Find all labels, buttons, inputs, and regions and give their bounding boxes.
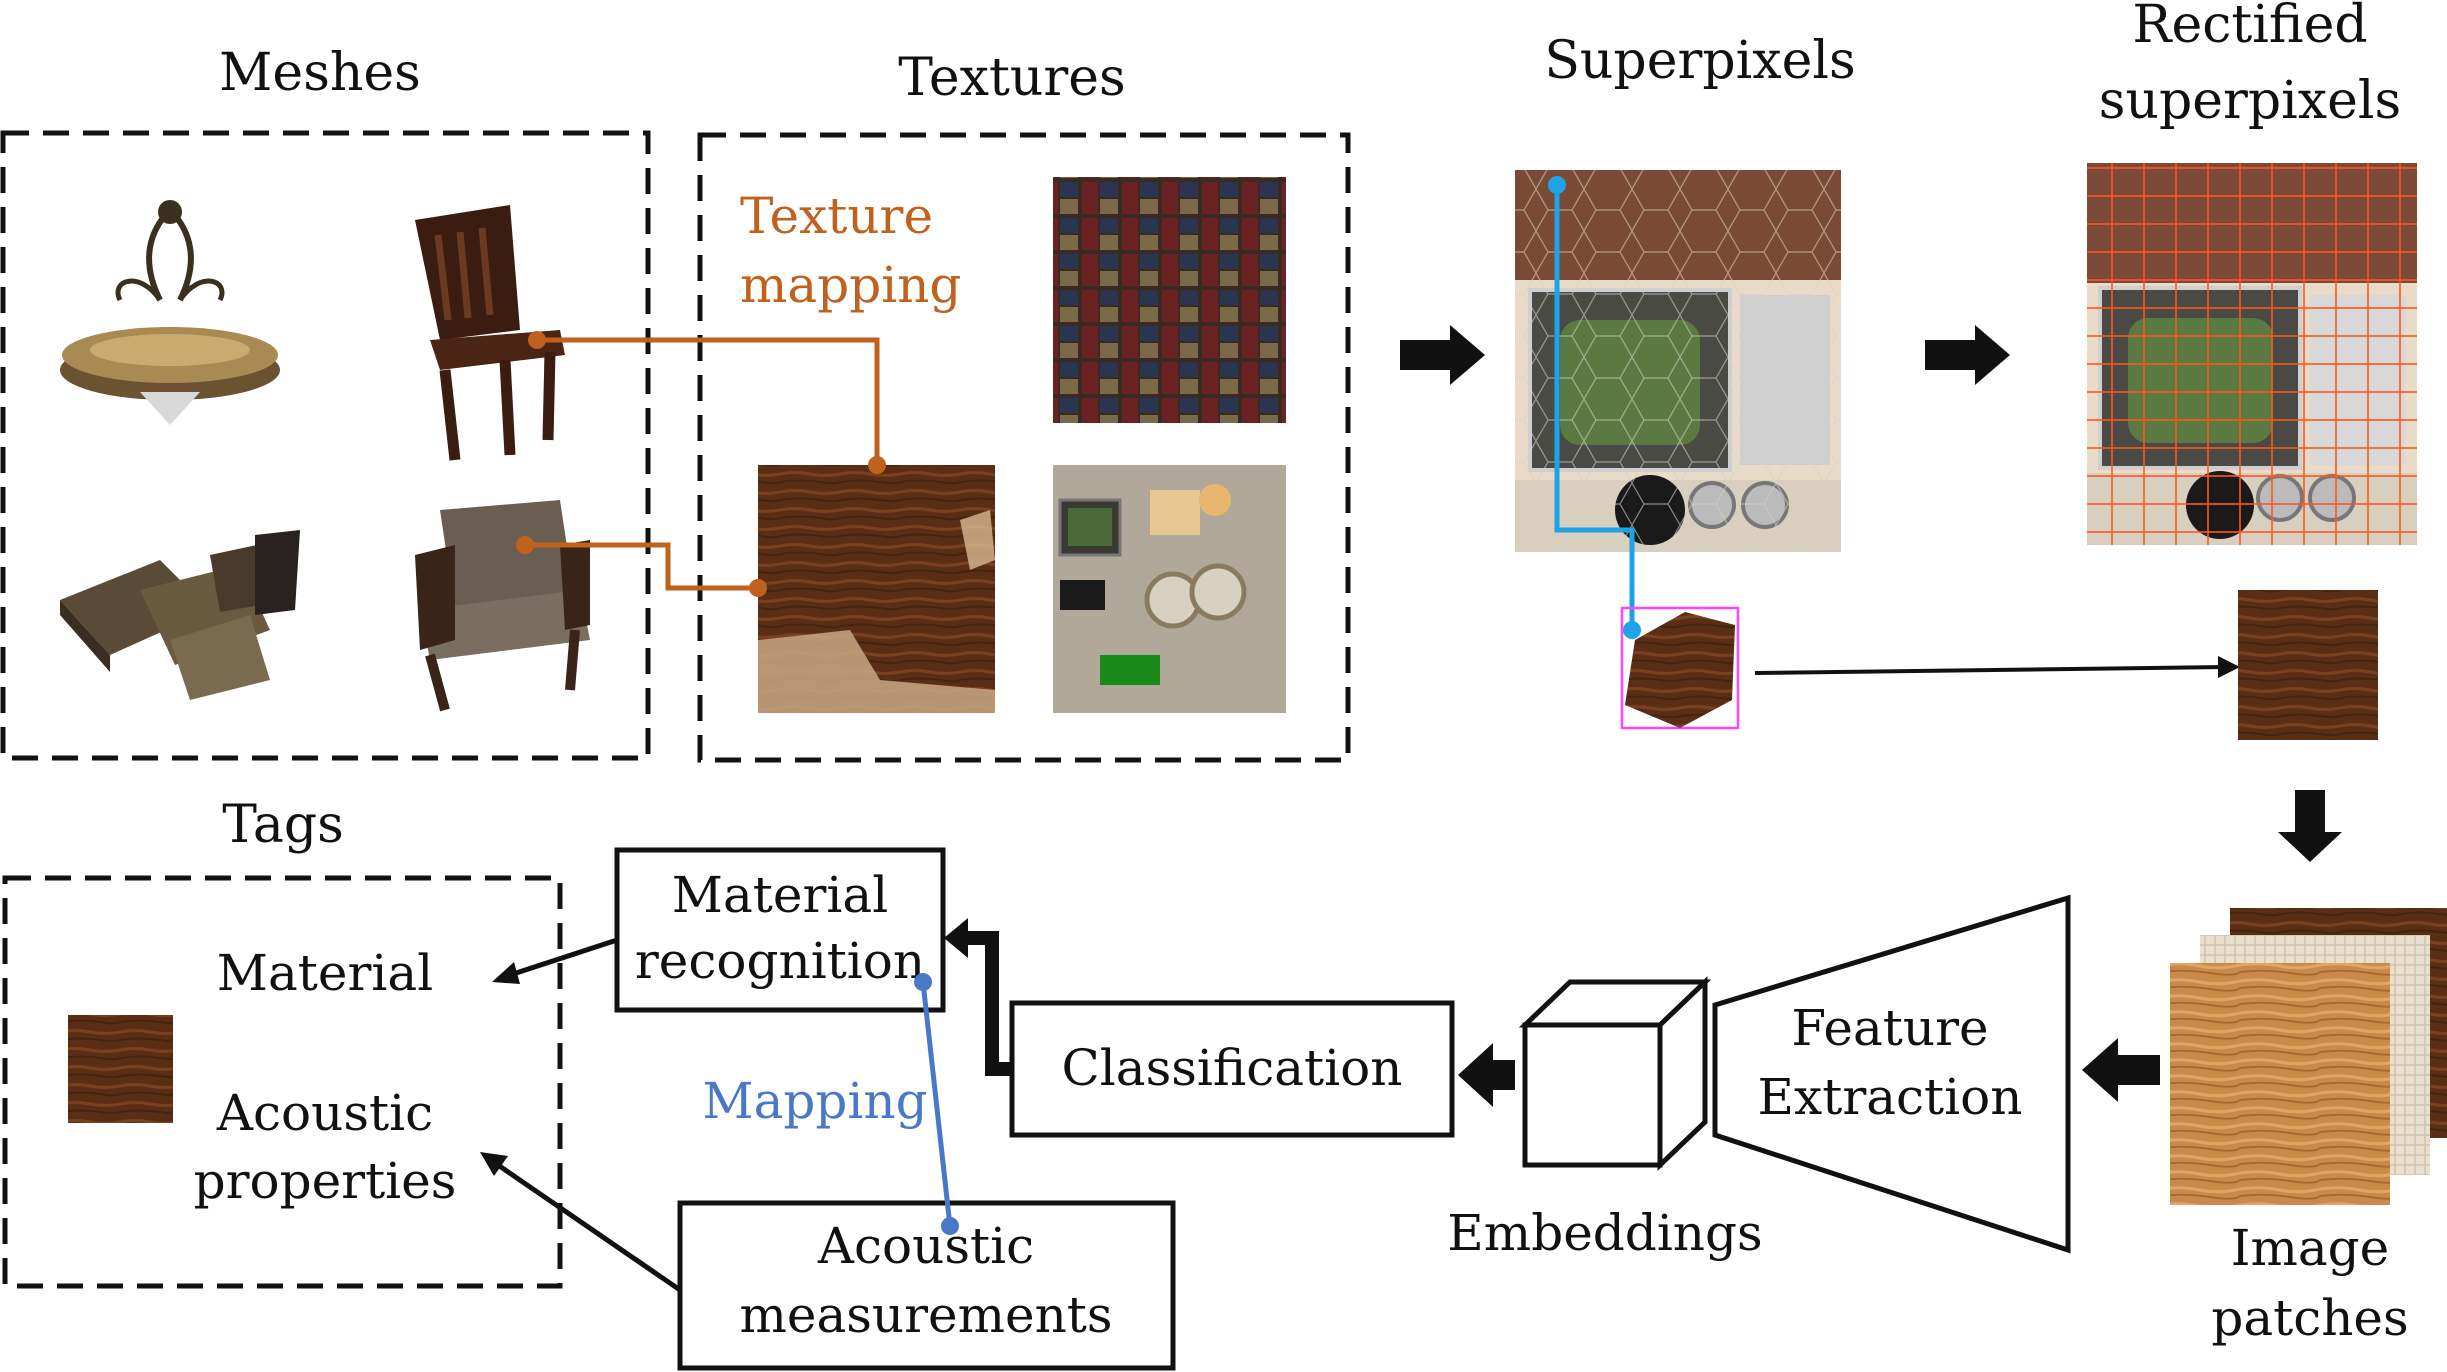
- acoustic-measurements-label-line1: Acoustic: [817, 1217, 1034, 1275]
- mapping-label: Mapping: [702, 1072, 927, 1130]
- texture-mapping-label-line2: mapping: [740, 256, 961, 314]
- superpixel-link: [1548, 176, 1641, 639]
- cube-icon: [1518, 976, 1712, 1171]
- rectified-title-line2: superpixels: [2099, 71, 2401, 131]
- superpixels-title: Superpixels: [1544, 31, 1855, 91]
- meshes-box: [0, 130, 651, 761]
- textures-box: [697, 132, 1351, 763]
- acoustic-measurements-label-line2: measurements: [739, 1286, 1112, 1344]
- wooden-chair-icon: [415, 205, 565, 461]
- arrow-icon: [2278, 790, 2342, 862]
- material-recognition-box: [614, 847, 946, 1013]
- textures-title: Textures: [898, 48, 1125, 108]
- meshes-title: Meshes: [219, 43, 421, 103]
- tag-material: Material: [217, 944, 433, 1002]
- arrow-icon: [1754, 656, 2240, 678]
- tags-box: [2, 875, 563, 1289]
- material-recognition-label-line1: Material: [672, 866, 888, 924]
- image-patches-label-line1: Image: [2231, 1219, 2390, 1277]
- texture-mapping-connectors: [516, 331, 886, 597]
- arrow-icon: [944, 918, 1012, 1076]
- feature-extraction-label-line2: Extraction: [1758, 1068, 2023, 1126]
- rectified-title-line1: Rectified: [2132, 0, 2367, 55]
- image-patches-label-line2: patches: [2211, 1289, 2408, 1347]
- arrow-icon: [2082, 1038, 2160, 1102]
- books-pile-icon: [60, 530, 300, 700]
- tv-texture-image: [1053, 465, 1286, 713]
- tags-title: Tags: [222, 795, 344, 855]
- superpixels-image: [1515, 170, 1841, 552]
- tag-acoustic-line2: properties: [194, 1152, 457, 1210]
- material-recognition-label-line2: recognition: [635, 932, 925, 990]
- armchair-icon: [415, 500, 590, 712]
- feature-extraction-label-line1: Feature: [1791, 999, 1988, 1057]
- acoustic-measurements-box: [677, 1200, 1176, 1371]
- classification-label: Classification: [1062, 1039, 1403, 1097]
- rectified-patch: [2238, 590, 2378, 740]
- arrow-icon: [1458, 1043, 1515, 1107]
- arrow-icon: [1400, 325, 2010, 385]
- superpixel-patch: [1625, 612, 1735, 728]
- tag-acoustic-line1: Acoustic: [216, 1084, 433, 1142]
- arrow-icon: [480, 937, 682, 1293]
- feature-extraction-block: [1712, 894, 2071, 1254]
- mapping-link: [914, 973, 959, 1235]
- material-swatch: [68, 1015, 173, 1123]
- books-texture-image: [1053, 177, 1286, 423]
- embeddings-label: Embeddings: [1447, 1204, 1762, 1262]
- image-patches-stack: [2170, 908, 2447, 1205]
- classification-box: [1009, 1000, 1455, 1138]
- texture-mapping-label-line1: Texture: [740, 187, 933, 245]
- rectified-superpixels-image: [2087, 163, 2417, 545]
- chandelier-icon: [60, 200, 280, 425]
